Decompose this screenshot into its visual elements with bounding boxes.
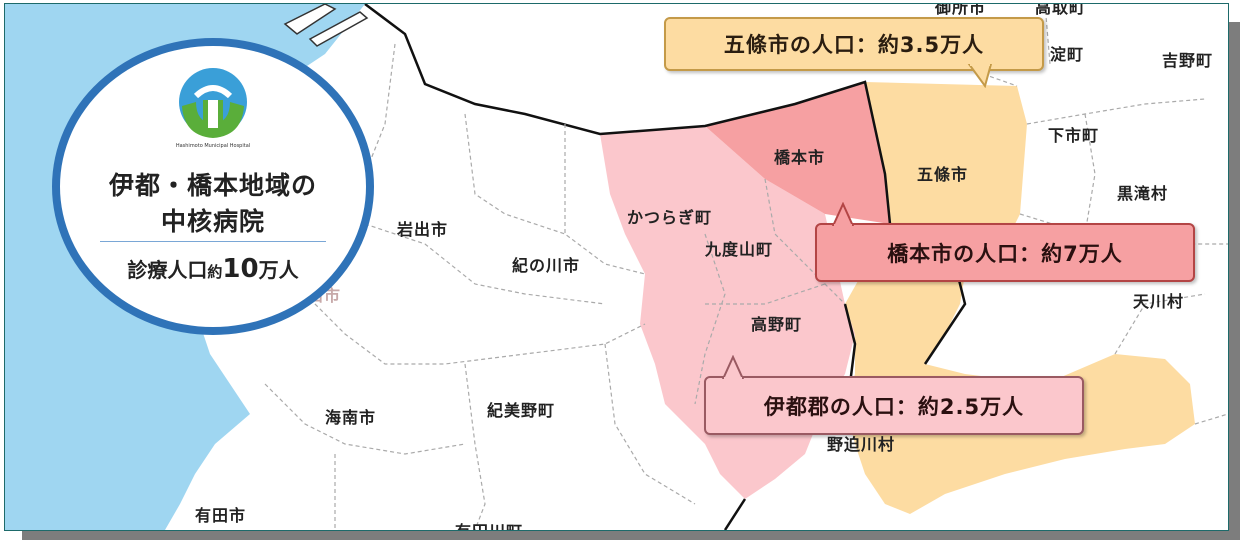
map-frame: 橋本市 五條市 かつらぎ町 九度山町 高野町 野迫川村 岩出市 紀の川市 和歌山… (4, 3, 1229, 531)
hospital-pop-unit: 万人 (258, 258, 299, 282)
hospital-title-line2: 中核病院 (160, 207, 265, 236)
border-south (723, 498, 747, 530)
label-koya: 高野町 (751, 315, 803, 334)
callout-hashimoto-text: 橋本市の人口：約7万人 (887, 241, 1123, 266)
label-aridagawa: 有田川町 (455, 518, 523, 530)
hashimoto-city-area (705, 82, 890, 224)
hospital-pop-prefix: 診療人口 (127, 258, 208, 282)
port-pier (308, 11, 369, 47)
hospital-population: 診療人口約10万人 (60, 254, 366, 284)
callout-ito-population: 伊都郡の人口：約2.5万人 (704, 376, 1084, 435)
hospital-pop-approx: 約 (207, 263, 223, 281)
label-iwade: 岩出市 (397, 220, 449, 239)
label-tenkawa: 天川村 (1133, 292, 1185, 311)
label-yoshino: 吉野町 (1162, 51, 1214, 70)
hospital-divider (100, 241, 326, 242)
label-gose: 御所市 (935, 3, 987, 17)
callout-hashimoto-population: 橋本市の人口：約7万人 (815, 223, 1195, 282)
label-kimino: 紀美野町 (487, 401, 556, 420)
municipal-borders (264, 4, 1228, 530)
hospital-title-line1: 伊都・橋本地域の (108, 171, 317, 200)
label-yodo: 淀町 (1050, 45, 1085, 64)
label-takatori: 高取町 (1035, 3, 1087, 17)
label-kinokawa: 紀の川市 (512, 256, 581, 275)
callout-ito-tail (721, 355, 745, 379)
label-shimoichi: 下市町 (1048, 126, 1100, 145)
port-pier (283, 4, 337, 35)
label-kainan: 海南市 (325, 408, 377, 427)
label-kudoyama: 九度山町 (705, 240, 774, 259)
callout-gojo-text: 五條市の人口：約3.5万人 (723, 33, 985, 57)
callout-gojo-population: 五條市の人口：約3.5万人 (664, 17, 1044, 71)
callout-ito-text: 伊都郡の人口：約2.5万人 (763, 394, 1025, 419)
callout-hashimoto-tail (831, 202, 855, 226)
prefecture-border (364, 4, 967, 385)
label-kurotaki: 黒滝村 (1117, 184, 1169, 203)
label-arida: 有田市 (195, 506, 247, 525)
hospital-pop-number: 10 (222, 254, 259, 284)
label-hashimoto-city: 橋本市 (774, 148, 826, 167)
hospital-logo: Hashimoto Municipal Hospital (176, 68, 250, 149)
label-nosegawa: 野迫川村 (827, 435, 896, 454)
hospital-badge: Hashimoto Municipal Hospital 伊都・橋本地域の 中核… (52, 38, 374, 335)
label-gojo-city: 五條市 (917, 165, 969, 184)
callout-gojo-tail (967, 64, 993, 88)
hospital-logo-text: Hashimoto Municipal Hospital (176, 143, 250, 149)
label-katsuragi: かつらぎ町 (627, 208, 713, 227)
